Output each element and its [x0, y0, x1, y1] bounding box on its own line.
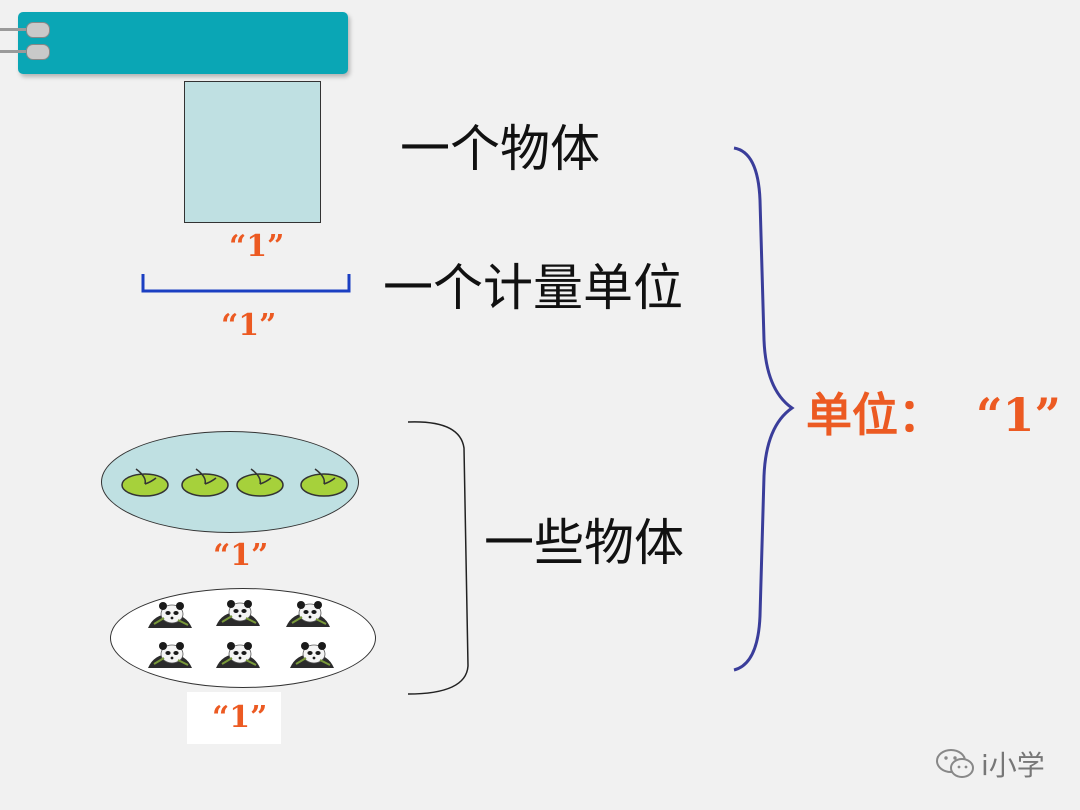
conclusion-prefix: 单位：: [806, 388, 944, 442]
watermark: i小学: [935, 744, 1045, 784]
wechat-icon: [936, 749, 974, 778]
group-bracket: [407, 421, 469, 695]
watermark-text: i小学: [981, 749, 1045, 782]
panda-quote-box: [187, 692, 281, 744]
segment-bracket: [141, 274, 351, 293]
panda-icon: [147, 641, 193, 669]
binder-rings: [0, 18, 60, 68]
panda-icon: [215, 641, 261, 669]
leaf-icon: [236, 468, 284, 497]
conclusion-value: “1”: [976, 388, 1061, 442]
leaf-icon: [181, 468, 229, 497]
panda-icon: [285, 600, 331, 628]
conclusion: 单位：“1”: [806, 392, 1061, 438]
curly-brace: [733, 146, 795, 672]
some-objects-label: 一些物体: [484, 514, 684, 572]
ring-icon: [26, 44, 50, 60]
one-measure-unit-label: 一个计量单位: [383, 259, 683, 317]
ring-wire-icon: [0, 28, 26, 31]
ring-icon: [26, 22, 50, 38]
panda-icon: [215, 599, 261, 627]
panda-group: [147, 599, 335, 669]
square-unit-quote: “1”: [229, 229, 285, 264]
panda-icon: [289, 641, 335, 669]
leaf-icon: [121, 468, 169, 497]
panda-group-unit-quote: “1”: [212, 700, 268, 735]
header-tab: [18, 12, 348, 74]
ring-wire-icon: [0, 50, 26, 53]
one-object-label: 一个物体: [400, 120, 600, 178]
leaf-icon: [300, 468, 348, 497]
leaf-group-unit-quote: “1”: [213, 538, 269, 573]
panda-icon: [147, 601, 193, 629]
unit-square-shape: [184, 81, 321, 223]
segment-unit-quote: “1”: [221, 308, 277, 343]
leaf-group: [121, 468, 348, 497]
